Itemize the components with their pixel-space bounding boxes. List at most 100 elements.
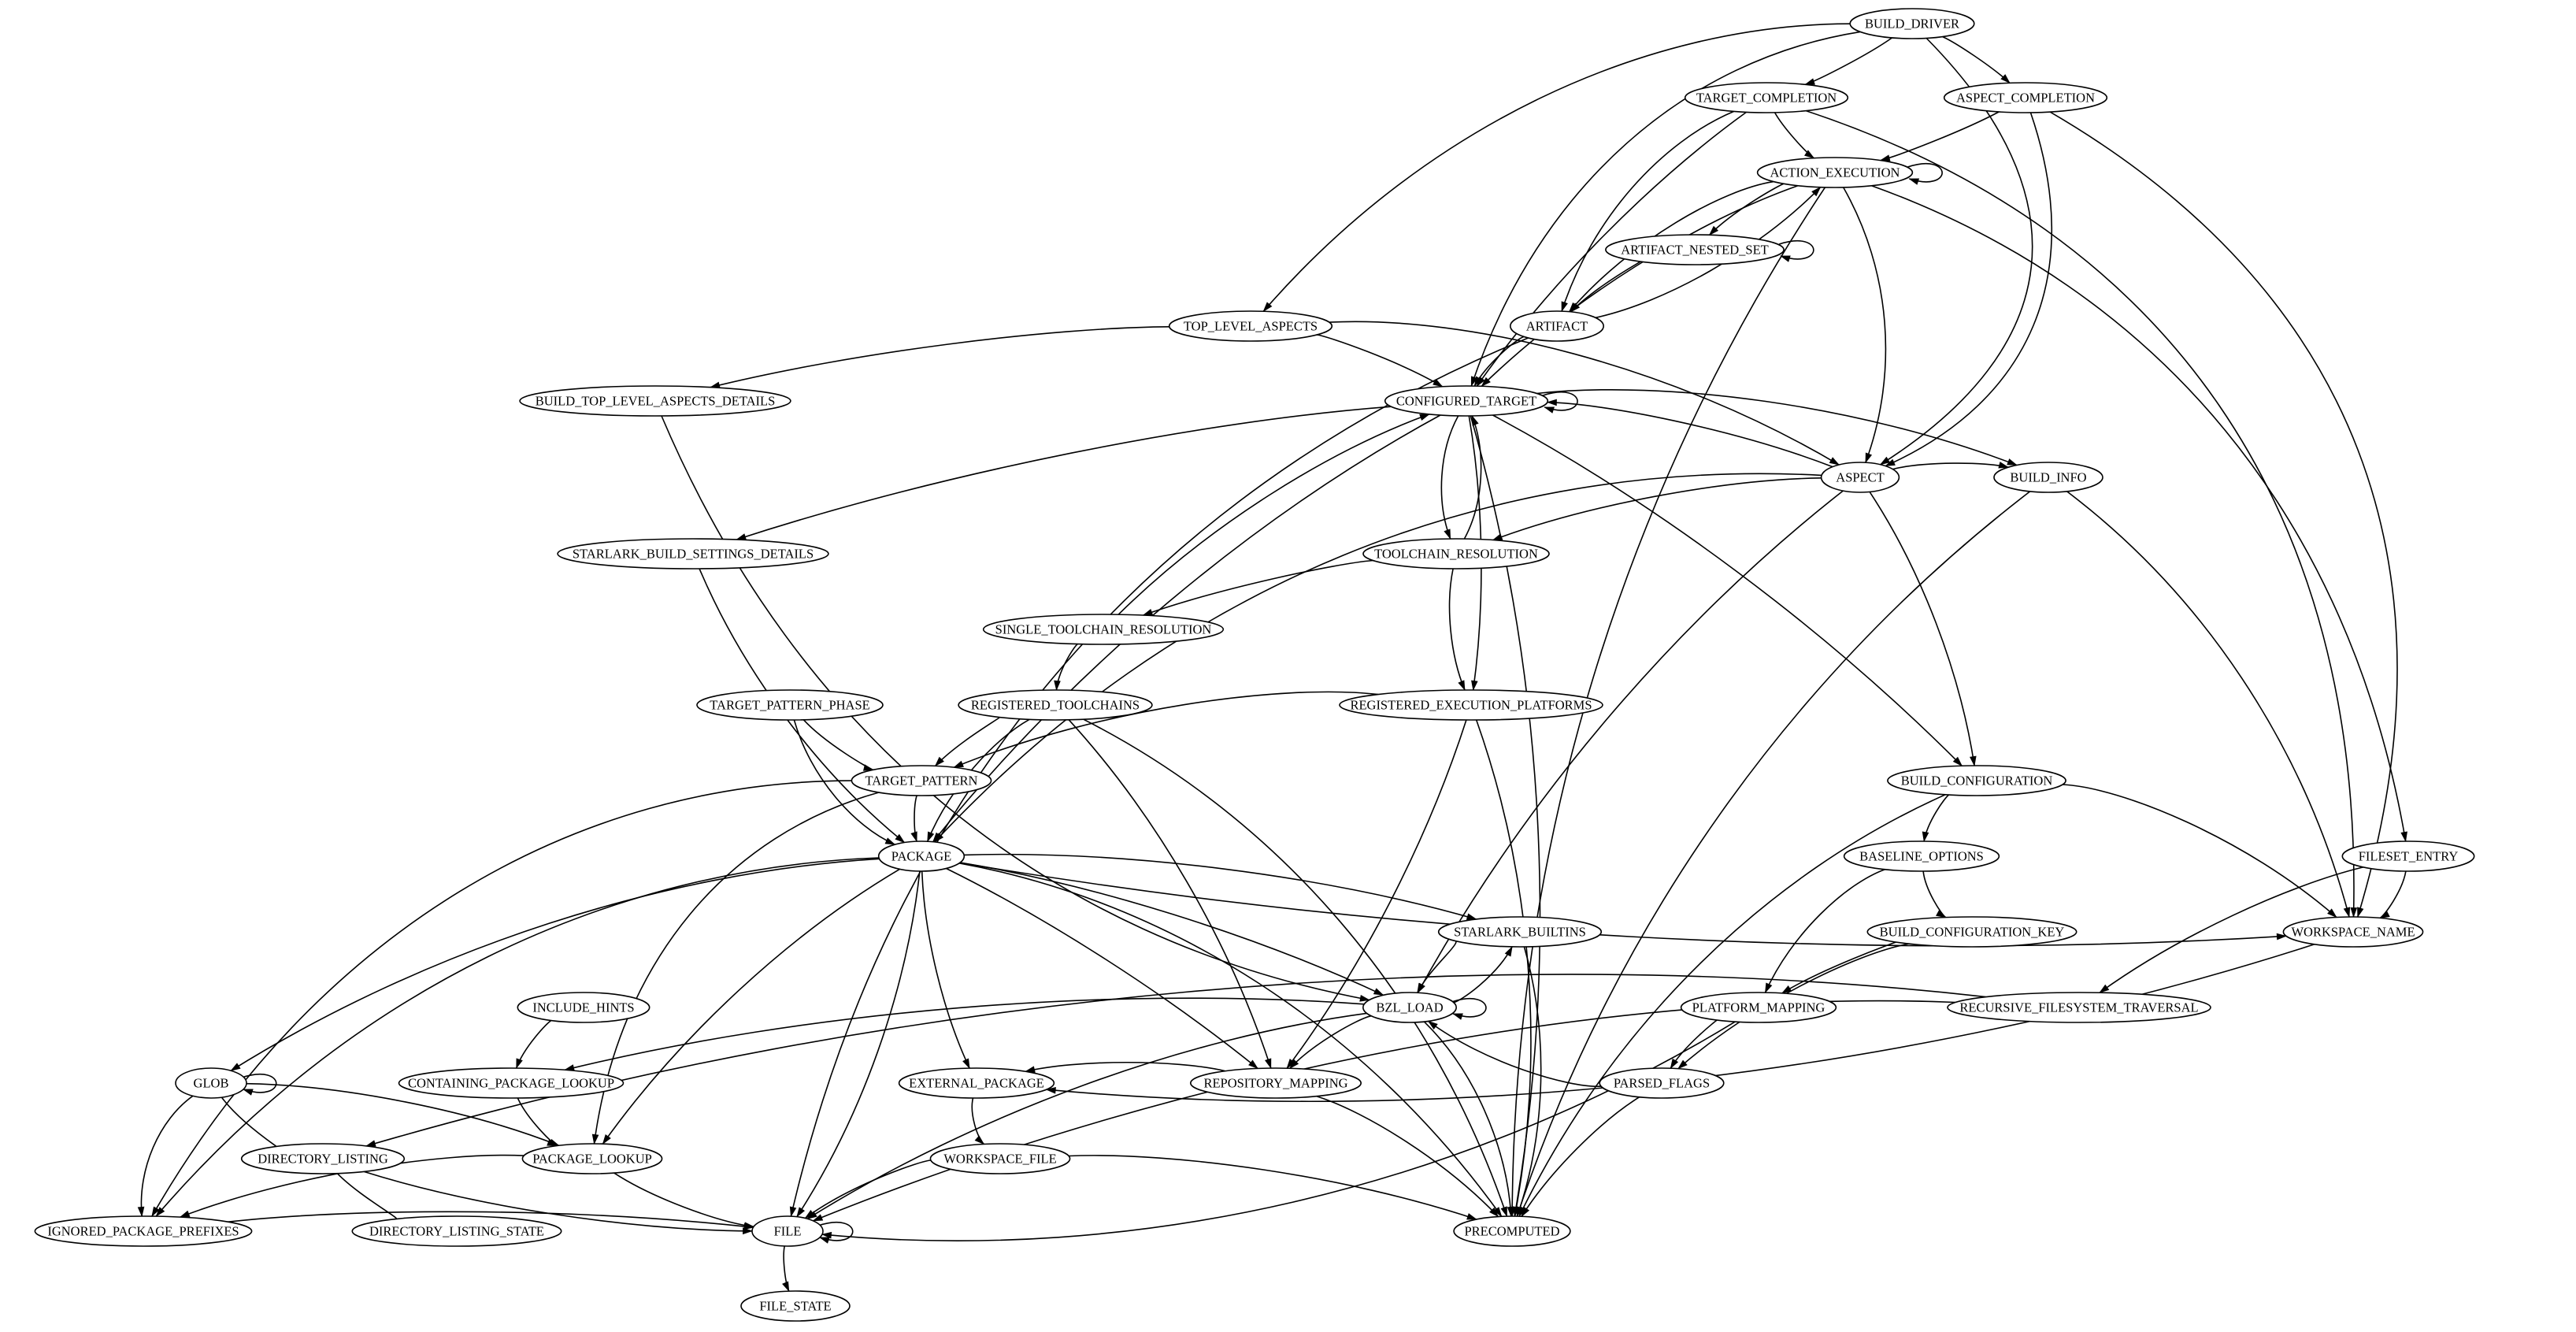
node-build-configuration: BUILD_CONFIGURATION bbox=[1887, 765, 2066, 796]
edge-aspect-to-toolchain-resolution bbox=[1492, 477, 1822, 541]
edge-starlark-builtins-to-bzl-load bbox=[1417, 939, 1457, 994]
edge-target-completion-to-artifact bbox=[1561, 110, 1735, 313]
edge-target-completion-to-configured-target bbox=[1476, 111, 1747, 388]
node-repository-mapping: REPOSITORY_MAPPING bbox=[1190, 1067, 1362, 1099]
node-shape-file bbox=[751, 1215, 824, 1247]
node-parsed-flags: PARSED_FLAGS bbox=[1599, 1067, 1725, 1099]
edge-build-configuration-to-workspace-name bbox=[2063, 784, 2337, 918]
node-label-build-top-level-aspects-details: BUILD_TOP_LEVEL_ASPECTS_DETAILS bbox=[536, 394, 776, 409]
edge-repository-mapping-to-external-package bbox=[1025, 1061, 1225, 1073]
edge-containing-package-lookup-to-package-lookup bbox=[517, 1097, 558, 1147]
edge-package-to-precomputed bbox=[958, 863, 1503, 1218]
node-target-completion: TARGET_COMPLETION bbox=[1684, 82, 1849, 113]
edge-glob-to-ignored-package-prefixes bbox=[137, 1095, 194, 1218]
node-label-glob: GLOB bbox=[194, 1076, 229, 1091]
node-build-driver: BUILD_DRIVER bbox=[1849, 8, 1975, 39]
edge-aspect-to-configured-target bbox=[1546, 399, 1833, 468]
node-top-level-aspects: TOP_LEVEL_ASPECTS bbox=[1168, 310, 1333, 342]
node-label-platform-mapping: PLATFORM_MAPPING bbox=[1692, 1000, 1825, 1015]
node-shape-single-toolchain-resolution bbox=[982, 614, 1225, 645]
edge-toolchain-resolution-to-single-toolchain-resolution bbox=[1142, 559, 1373, 616]
edge-aspect-to-build-info bbox=[1892, 462, 2010, 470]
node-label-workspace-file: WORKSPACE_FILE bbox=[943, 1152, 1056, 1167]
edge-parsed-flags-to-precomputed bbox=[1521, 1096, 1640, 1218]
node-label-external-package: EXTERNAL_PACKAGE bbox=[909, 1076, 1044, 1091]
node-label-starlark-builtins: STARLARK_BUILTINS bbox=[1454, 925, 1586, 940]
node-shape-fileset-entry bbox=[2341, 840, 2475, 872]
edge-build-info-to-workspace-name bbox=[2066, 491, 2351, 918]
edge-top-level-aspects-to-aspect bbox=[1329, 321, 1840, 466]
edge-target-pattern-phase-to-target-pattern bbox=[802, 719, 874, 771]
node-shape-build-top-level-aspects-details bbox=[519, 385, 791, 417]
node-package-lookup: PACKAGE_LOOKUP bbox=[521, 1143, 663, 1174]
node-shape-build-info bbox=[1993, 462, 2103, 493]
node-label-recursive-filesystem-traversal: RECURSIVE_FILESYSTEM_TRAVERSAL bbox=[1959, 1000, 2198, 1015]
edge-recursive-filesystem-traversal-to-file bbox=[812, 1000, 1956, 1222]
node-label-build-info: BUILD_INFO bbox=[2010, 470, 2086, 485]
edge-configured-target-to-configured-target bbox=[1543, 391, 1578, 414]
node-label-repository-mapping: REPOSITORY_MAPPING bbox=[1203, 1076, 1347, 1091]
node-artifact: ARTIFACT bbox=[1510, 310, 1605, 342]
edge-top-level-aspects-to-build-top-level-aspects-details bbox=[710, 326, 1169, 389]
node-label-build-configuration-key: BUILD_CONFIGURATION_KEY bbox=[1880, 925, 2065, 940]
edge-build-configuration-key-to-platform-mapping bbox=[1781, 941, 1896, 994]
edge-parsed-flags-to-bzl-load bbox=[1427, 1020, 1602, 1087]
node-package: PACKAGE bbox=[877, 840, 966, 872]
edge-package-to-workspace-name bbox=[959, 862, 2287, 947]
node-build-top-level-aspects-details: BUILD_TOP_LEVEL_ASPECTS_DETAILS bbox=[519, 385, 791, 417]
node-toolchain-resolution: TOOLCHAIN_RESOLUTION bbox=[1362, 538, 1550, 570]
edge-baseline-options-to-build-configuration-key bbox=[1922, 870, 1947, 918]
node-shape-target-completion bbox=[1684, 82, 1849, 113]
node-registered-toolchains: REGISTERED_TOOLCHAINS bbox=[958, 689, 1153, 721]
edge-build-configuration-key-to-parsed-flags bbox=[1677, 943, 1909, 1070]
node-shape-precomputed bbox=[1453, 1215, 1571, 1247]
node-target-pattern-phase: TARGET_PATTERN_PHASE bbox=[696, 689, 884, 721]
edge-workspace-file-to-file bbox=[804, 1159, 931, 1219]
edge-package-lookup-to-file bbox=[613, 1172, 755, 1230]
edge-package-to-ignored-package-prefixes bbox=[155, 857, 880, 1217]
edge-bzl-load-to-containing-package-lookup bbox=[564, 997, 1365, 1071]
edge-workspace-file-to-precomputed bbox=[1069, 1155, 1477, 1220]
node-shape-package bbox=[877, 840, 966, 872]
node-label-file: FILE bbox=[774, 1224, 802, 1239]
node-shape-repository-mapping bbox=[1190, 1067, 1362, 1099]
node-build-info: BUILD_INFO bbox=[1993, 462, 2103, 493]
edge-target-pattern-to-package-lookup bbox=[591, 792, 880, 1145]
nodes-layer: BUILD_DRIVER TARGET_COMPLETION ASPECT_COMP… bbox=[34, 8, 2475, 1322]
node-label-top-level-aspects: TOP_LEVEL_ASPECTS bbox=[1184, 319, 1318, 334]
edge-platform-mapping-to-file bbox=[821, 1021, 1736, 1241]
edge-target-pattern-to-package bbox=[910, 795, 917, 843]
node-ignored-package-prefixes: IGNORED_PACKAGE_PREFIXES bbox=[34, 1215, 253, 1247]
edge-target-completion-to-action-execution bbox=[1774, 112, 1815, 159]
node-aspect-completion: ASPECT_COMPLETION bbox=[1943, 82, 2108, 113]
edge-artifact-to-file bbox=[789, 337, 1529, 1218]
edge-artifact-to-configured-target bbox=[1473, 336, 1525, 388]
node-single-toolchain-resolution: SINGLE_TOOLCHAIN_RESOLUTION bbox=[982, 614, 1225, 645]
node-label-target-pattern-phase: TARGET_PATTERN_PHASE bbox=[710, 698, 869, 713]
node-build-configuration-key: BUILD_CONFIGURATION_KEY bbox=[1866, 916, 2077, 948]
edge-package-to-package-lookup bbox=[602, 868, 900, 1145]
edge-build-driver-to-configured-target bbox=[1470, 31, 1861, 388]
edge-bzl-load-to-bzl-load bbox=[1451, 997, 1487, 1020]
node-label-containing-package-lookup: CONTAINING_PACKAGE_LOOKUP bbox=[408, 1076, 614, 1091]
node-label-aspect-completion: ASPECT_COMPLETION bbox=[1956, 91, 2095, 106]
edge-action-execution-to-fileset-entry bbox=[1871, 184, 2407, 843]
node-shape-baseline-options bbox=[1843, 840, 2000, 872]
node-shape-target-pattern-phase bbox=[696, 689, 884, 721]
edge-aspect-completion-to-aspect bbox=[1885, 112, 2052, 467]
node-shape-build-configuration bbox=[1887, 765, 2066, 796]
node-shape-glob bbox=[175, 1067, 247, 1099]
edge-package-to-glob bbox=[230, 858, 880, 1071]
edge-configured-target-to-build-info bbox=[1536, 389, 2018, 466]
node-shape-artifact bbox=[1510, 310, 1605, 342]
node-label-artifact-nested-set: ARTIFACT_NESTED_SET bbox=[1621, 243, 1769, 258]
node-shape-registered-toolchains bbox=[958, 689, 1153, 721]
node-workspace-name: WORKSPACE_NAME bbox=[2282, 916, 2424, 948]
node-baseline-options: BASELINE_OPTIONS bbox=[1843, 840, 2000, 872]
edge-target-pattern-phase-to-package bbox=[793, 719, 896, 845]
node-shape-directory-listing-state bbox=[351, 1215, 562, 1247]
edge-glob-to-package-lookup bbox=[246, 1082, 560, 1147]
node-shape-ignored-package-prefixes bbox=[34, 1215, 253, 1247]
node-recursive-filesystem-traversal: RECURSIVE_FILESYSTEM_TRAVERSAL bbox=[1947, 992, 2211, 1023]
edge-package-to-file bbox=[796, 870, 921, 1218]
